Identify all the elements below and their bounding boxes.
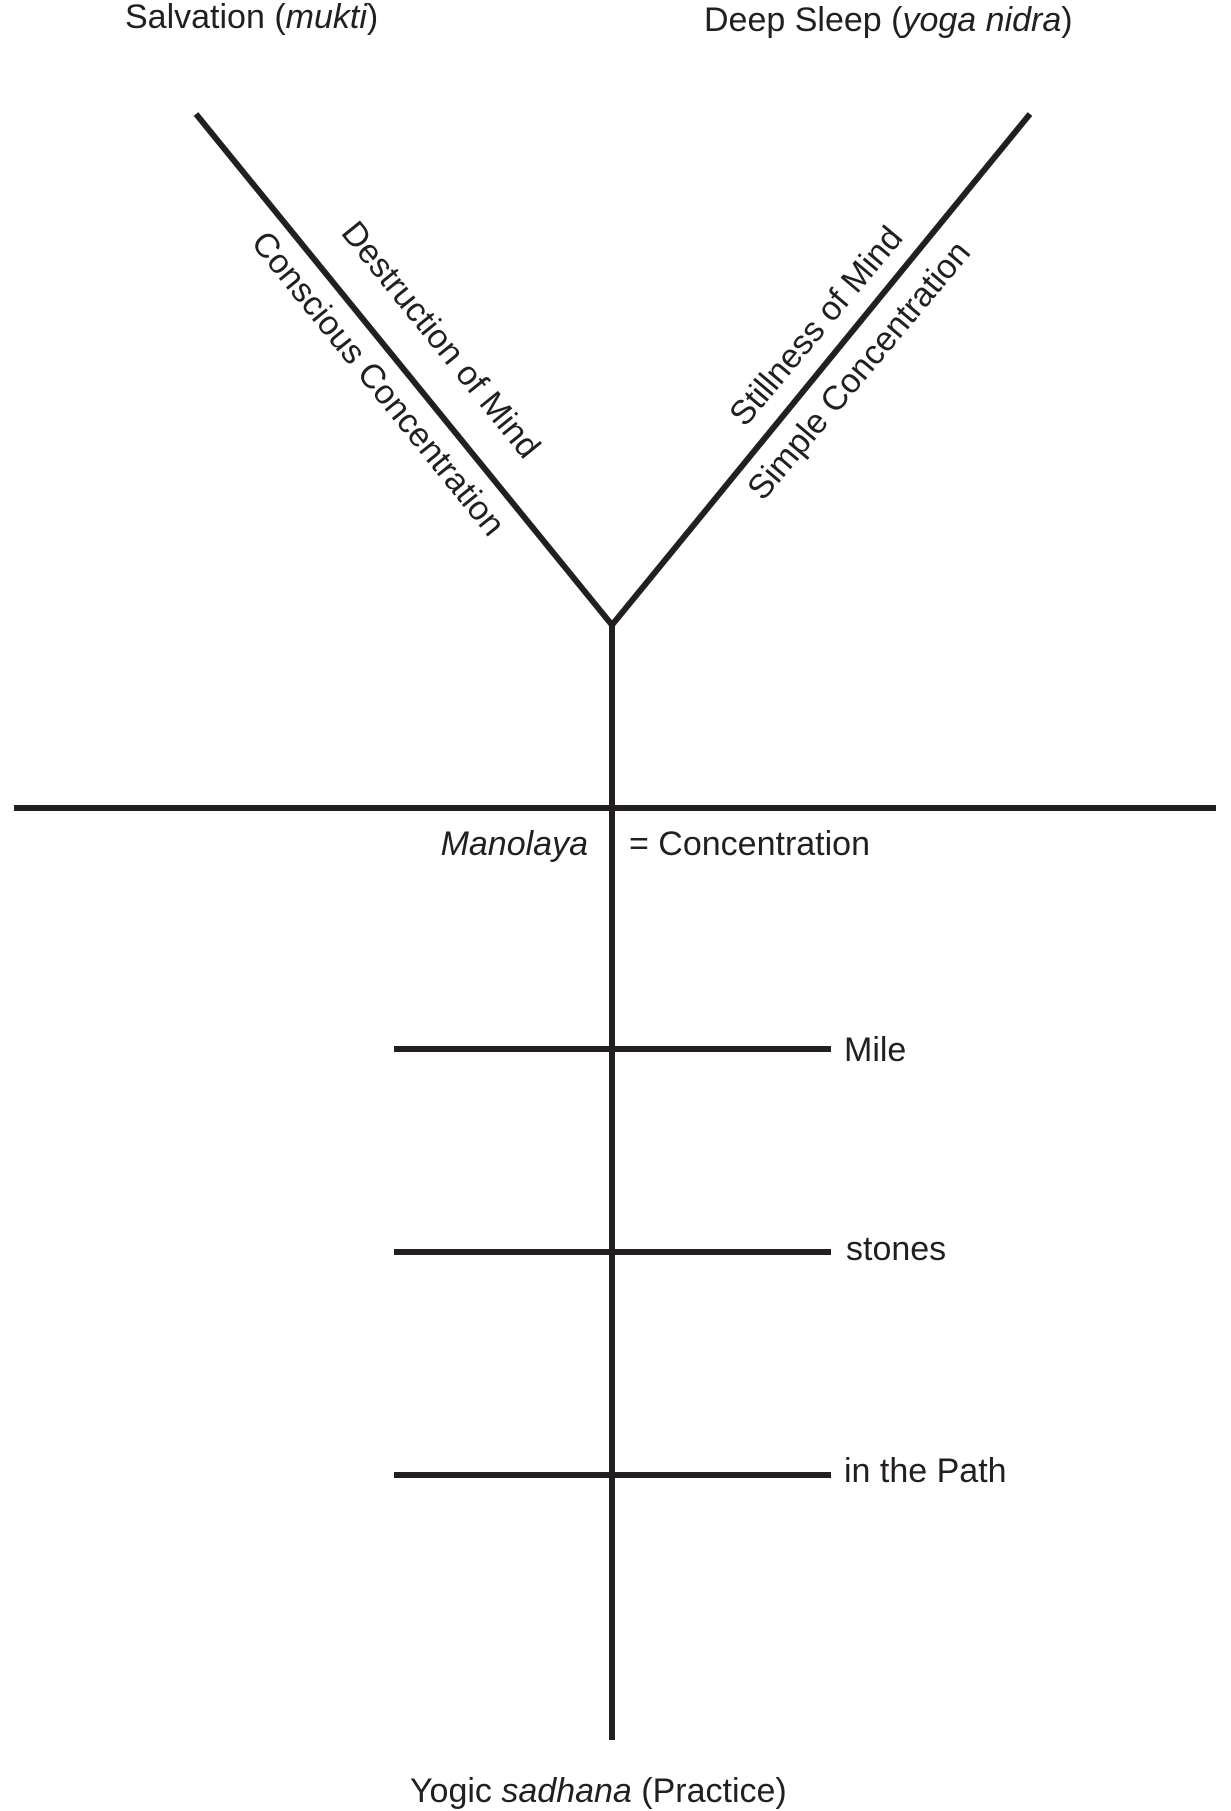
salvation-label: Salvation (mukti) — [125, 0, 378, 36]
manolaya-definition: = Concentration — [629, 825, 870, 863]
manolaya-term: Manolaya — [441, 825, 588, 863]
milestone-label-3: in the Path — [844, 1452, 1007, 1490]
milestone-label-1: Mile — [844, 1031, 906, 1069]
milestone-label-2: stones — [846, 1230, 946, 1268]
deep-sleep-label: Deep Sleep (yoga nidra) — [704, 1, 1073, 39]
yogic-sadhana-label: Yogic sadhana (Practice) — [410, 1772, 787, 1810]
right-branch-line — [609, 112, 1033, 627]
left-branch-line — [193, 112, 615, 627]
